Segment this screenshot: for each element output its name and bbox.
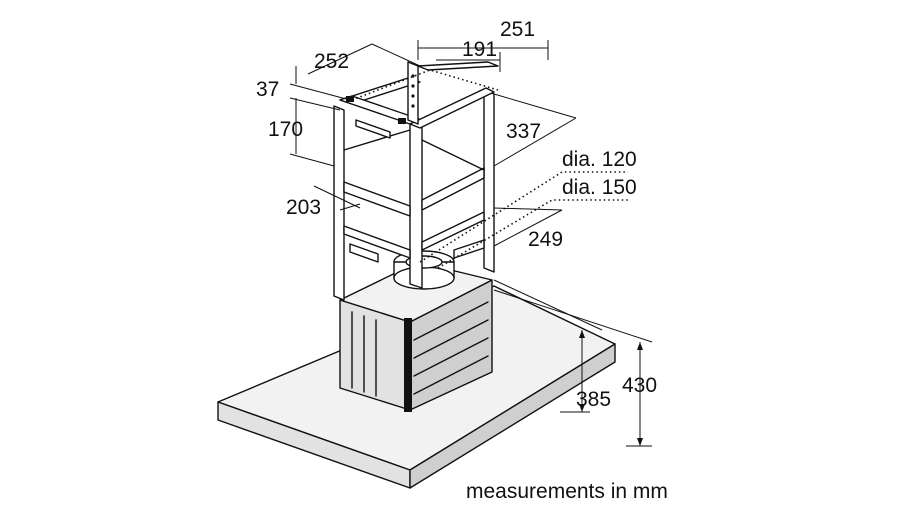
- support-frame: [333, 61, 499, 301]
- duct-collar: [393, 250, 455, 290]
- dim-203: 203: [286, 196, 321, 219]
- dim-191: 191: [462, 38, 497, 61]
- canopy-side: [409, 343, 616, 489]
- dim-170: 170: [268, 118, 303, 141]
- dim-337: 337: [506, 120, 541, 143]
- dim-37: 37: [256, 78, 279, 101]
- dim-dia-150: dia. 150: [562, 176, 637, 199]
- dimension-labels: 251 191 252 37 170 337 dia. 120 dia. 150…: [256, 18, 657, 411]
- dim-251: 251: [500, 18, 535, 41]
- dim-430: 430: [622, 374, 657, 397]
- dim-252: 252: [314, 50, 349, 73]
- caption: measurements in mm: [466, 480, 668, 503]
- dim-249: 249: [528, 228, 563, 251]
- housing-edge: [404, 318, 412, 412]
- dimension-lines: [289, 40, 653, 447]
- dim-385: 385: [576, 388, 611, 411]
- dim-dia-120: dia. 120: [562, 148, 637, 171]
